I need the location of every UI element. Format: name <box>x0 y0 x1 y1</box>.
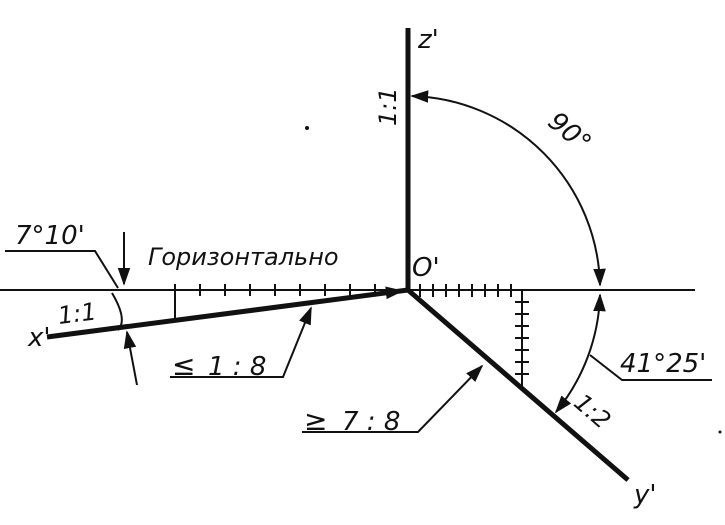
y-scale-label: 1:2 <box>569 388 617 434</box>
slope-y-sign: ≥ <box>304 404 327 437</box>
y-vertical-scale-ticks <box>515 301 529 375</box>
z-axis-label: z' <box>417 25 439 55</box>
angle-41-label: 41°25' <box>620 349 706 379</box>
angle-arc-41 <box>554 293 606 414</box>
leader-angle-7 <box>5 250 119 289</box>
angle-arrow-7-bottom <box>123 330 138 386</box>
angle-90-label: 90° <box>542 106 597 159</box>
x-origin-arrow <box>339 286 404 300</box>
angle-arc-7 <box>111 292 123 331</box>
y-axis <box>406 288 630 482</box>
origin-label: O' <box>412 253 440 283</box>
angle-7-label: 7°10' <box>15 221 85 251</box>
dot-mark <box>305 126 309 130</box>
leader-slope-y <box>302 364 484 433</box>
horizontal-label: Горизонтально <box>148 243 339 271</box>
y-axis-label: y' <box>633 480 657 510</box>
angle-arc-90 <box>410 90 606 287</box>
x-scale-label: 1:1 <box>56 297 98 329</box>
slope-x-label: 1 : 8 <box>208 352 266 382</box>
x-axis-label: x' <box>27 323 51 353</box>
slope-x-sign: ≤ <box>172 349 195 382</box>
z-scale-label: 1:1 <box>374 87 402 126</box>
leader-angle-41 <box>589 354 712 381</box>
leader-slope-x <box>170 306 312 378</box>
dot-mark <box>718 430 722 434</box>
slope-y-label: 7 : 8 <box>342 407 400 437</box>
x-scale-ticks <box>174 284 376 319</box>
